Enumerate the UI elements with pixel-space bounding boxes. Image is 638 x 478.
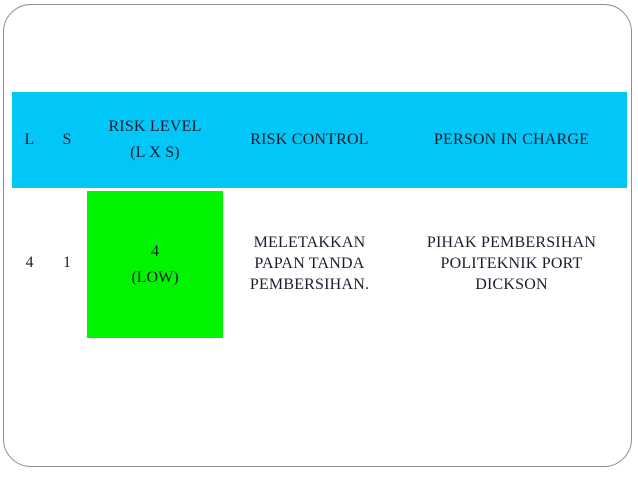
header-label-person-in-charge: PERSON IN CHARGE xyxy=(433,131,590,148)
risk-control-line: MELETAKKAN xyxy=(253,233,366,251)
row-cell-risk-level: 4 (LOW) xyxy=(87,188,223,338)
likelihood-value: 4 xyxy=(25,254,34,271)
header-label-s: S xyxy=(62,131,72,148)
table-header-row: L S RISK LEVEL (L X S) RISK CONTROL PERS… xyxy=(12,92,627,188)
risk-level-cell: 4 (LOW) xyxy=(87,191,223,338)
header-cell-s: S xyxy=(47,92,87,188)
header-label-risk-level-line2: (L X S) xyxy=(130,144,180,161)
risk-control-line: PEMBERSIHAN. xyxy=(249,275,370,293)
risk-level-label: (LOW) xyxy=(131,268,179,286)
row-cell-person-in-charge: PIHAK PEMBERSIHAN POLITEKNIK PORT DICKSO… xyxy=(396,188,627,338)
header-label-risk-control: RISK CONTROL xyxy=(250,131,369,148)
header-cell-l: L xyxy=(12,92,47,188)
person-in-charge-line: PIHAK PEMBERSIHAN xyxy=(426,233,597,251)
person-in-charge-text: PIHAK PEMBERSIHAN POLITEKNIK PORT DICKSO… xyxy=(427,232,596,295)
row-cell-risk-control: MELETAKKAN PAPAN TANDA PEMBERSIHAN. xyxy=(223,188,396,338)
header-label-l: L xyxy=(24,131,35,148)
header-cell-risk-control: RISK CONTROL xyxy=(223,92,396,188)
header-cell-person-in-charge: PERSON IN CHARGE xyxy=(396,92,627,188)
row-cell-s: 1 xyxy=(47,188,87,338)
risk-assessment-table: L S RISK LEVEL (L X S) RISK CONTROL PERS… xyxy=(12,92,627,338)
header-label-risk-level-line1: RISK LEVEL xyxy=(108,118,202,135)
risk-level-value: 4 xyxy=(151,242,159,260)
risk-control-text: MELETAKKAN PAPAN TANDA PEMBERSIHAN. xyxy=(250,232,369,295)
header-cell-risk-level: RISK LEVEL (L X S) xyxy=(87,92,223,188)
table-row: 4 1 4 (LOW) MELETAKKAN PAPAN TANDA PEMBE… xyxy=(12,188,627,338)
row-cell-l: 4 xyxy=(12,188,47,338)
risk-control-line: PAPAN TANDA xyxy=(254,254,365,272)
person-in-charge-line: POLITEKNIK PORT xyxy=(440,254,583,272)
person-in-charge-line: DICKSON xyxy=(475,275,548,293)
severity-value: 1 xyxy=(63,254,71,271)
